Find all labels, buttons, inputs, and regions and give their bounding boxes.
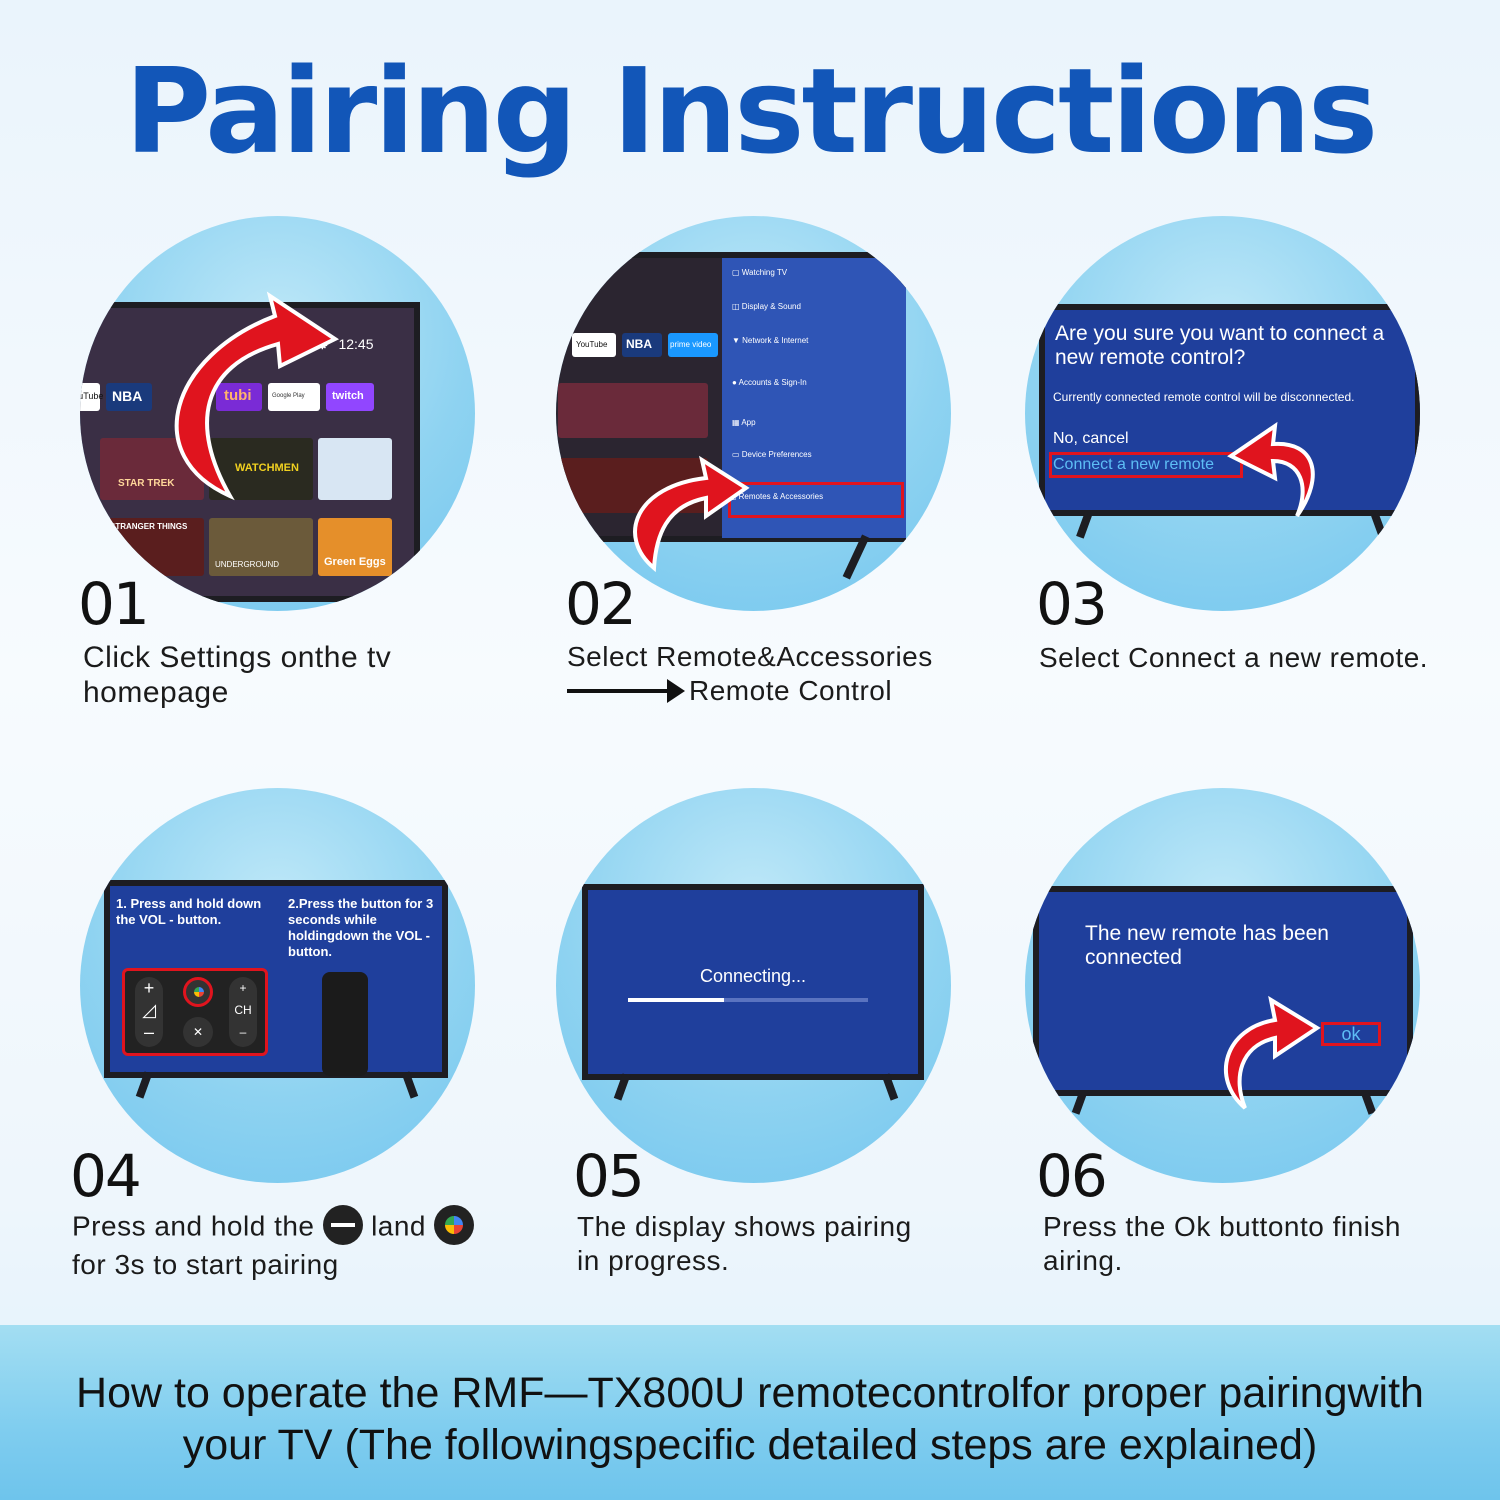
menu-accounts[interactable]: ● Accounts & Sign-In [732,378,807,387]
remote-image [322,972,368,1076]
settings-menu-panel: ▢ Watching TV ◫ Display & Sound ▼ Networ… [722,258,906,538]
assistant-icon [194,987,204,997]
poster-stranger-things: STRANGER THINGS [100,518,204,576]
mute-button[interactable]: ✕ [183,1017,213,1047]
confirm-note: Currently connected remote control will … [1053,390,1355,404]
arrow-to-settings-icon [174,291,340,501]
menu-display-sound[interactable]: ◫ Display & Sound [732,302,801,311]
step-06-number: 06 [1036,1142,1108,1210]
progress-fill [628,998,724,1002]
mute-icon: ✕ [192,1025,204,1039]
tv-connecting-screen: Connecting... [582,884,924,1080]
wifi-icon: ▼ [732,336,743,345]
tv-connected-screen: The new remote has been connected ok [1033,886,1413,1096]
confirm-question: Are you sure you want to connect a new r… [1055,322,1385,369]
connect-option[interactable]: Connect a new remote [1053,456,1214,473]
app-tile-tubi: tubi [216,383,262,411]
minus-button-icon [322,1205,363,1245]
button-cluster: +◿– ✕ +CH– [122,968,268,1056]
poster-generic [318,438,392,500]
connect-highlight-box [1049,452,1243,478]
step-05-number: 05 [573,1142,645,1210]
step-02-circle: YouTube NBA prime video ▢ Watching TV ◫ … [556,216,951,611]
step-04-circle: 1. Press and hold down the VOL - button.… [80,788,475,1183]
step-05-description: The display shows pairing in progress. [577,1211,912,1276]
volume-button[interactable]: +◿– [135,977,163,1047]
menu-watching-tv[interactable]: ▢ Watching TV [732,268,788,277]
step-01-circle: ⚙ 12:45 YouTube NBA tubi Google Play twi… [80,216,475,611]
connecting-status: Connecting... [699,966,807,986]
arrow-to-connect-icon [1227,421,1315,518]
footer-text: How to operate the RMF—TX800U remotecont… [76,1369,1424,1469]
ok-button[interactable]: ok [1321,1022,1381,1046]
app-tile-twitch: twitch [326,383,374,411]
menu-network[interactable]: ▼ Network & Internet [732,336,809,345]
poster-underground: UNDERGROUND [209,518,313,576]
app-row: YouTube NBA tubi Google Play twitch [80,383,406,411]
device-icon: ▭ [732,450,742,459]
apps-icon: ▦ [732,418,742,427]
arrow-head-icon [667,678,685,703]
step-03-description: Select Connect a new remote. [1039,642,1429,673]
app-row: YouTube NBA prime video [572,333,722,357]
sound-icon: ◫ [732,302,742,311]
app-tile-google-play: Google Play [268,383,320,411]
step-03-circle: Are you sure you want to connect a new r… [1025,216,1420,611]
instruction-2: 2.Press the button for 3 seconds while h… [288,896,434,959]
step-05-circle: Connecting... [556,788,951,1183]
tv-confirm-screen: Are you sure you want to connect a new r… [1039,304,1420,516]
step-02-description: Select Remote&Accessories Remote Control [567,641,933,706]
page-title: Pairing Instructions [124,42,1378,180]
step-04-number: 04 [70,1142,142,1210]
step-06-description: Press the Ok buttonto finish airing. [1043,1211,1401,1276]
tv-icon: ▢ [732,268,742,277]
arrow-to-remotes-icon [633,455,750,573]
arrow-right-icon [567,688,667,693]
step-01-description: Click Settings onthe tv homepage [83,641,392,709]
instruction-1: 1. Press and hold down the VOL - button. [116,896,262,927]
arrow-to-ok-icon [1223,995,1321,1110]
menu-app[interactable]: ▦ App [732,418,756,427]
tv-instructions-screen: 1. Press and hold down the VOL - button.… [104,880,448,1078]
menu-device-preferences[interactable]: ▭ Device Preferences [732,450,812,459]
footer-band [0,1325,1500,1500]
step-02-number: 02 [565,570,637,638]
assistant-button-icon [434,1205,475,1245]
connected-message: The new remote has been connected [1085,922,1329,969]
step-04-description: Press and hold the land for 3s to start … [72,1205,475,1282]
app-tile-youtube: YouTube [572,333,616,357]
app-tile-nba: NBA [622,333,662,357]
app-tile-prime: prime video [668,333,718,357]
cancel-option[interactable]: No, cancel [1053,430,1129,447]
account-icon: ● [732,378,739,387]
app-tile-nba: NBA [106,383,152,411]
poster-row-1 [558,383,708,438]
step-06-circle: The new remote has been connected ok [1025,788,1420,1183]
step-03-number: 03 [1036,570,1108,638]
progress-track [628,998,868,1002]
step-01-number: 01 [78,570,150,638]
app-tile-youtube: YouTube [80,383,103,411]
assistant-button[interactable] [183,977,213,1007]
channel-button[interactable]: +CH– [229,977,257,1047]
poster-green-eggs: Green Eggs [318,518,392,576]
